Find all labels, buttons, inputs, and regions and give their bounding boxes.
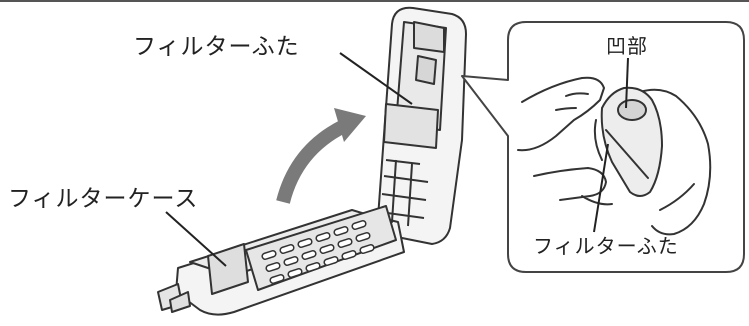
label-inset-filter-lid: フィルターふた	[531, 234, 681, 258]
filter-case-drawing	[157, 205, 405, 316]
rotate-arrow	[276, 108, 366, 204]
leader-filter-lid	[339, 52, 413, 105]
label-filter-lid: フィルターふた	[133, 34, 300, 60]
filter-lid-drawing	[377, 6, 467, 245]
leader-inset-filter-lid	[593, 143, 609, 233]
leader-recess	[625, 57, 629, 109]
filter-case-slots	[261, 220, 375, 284]
inset-hands-drawing	[517, 76, 712, 236]
label-recess: 凹部	[606, 34, 648, 58]
leader-filter-case	[165, 211, 227, 267]
label-filter-case: フィルターケース	[8, 186, 199, 212]
